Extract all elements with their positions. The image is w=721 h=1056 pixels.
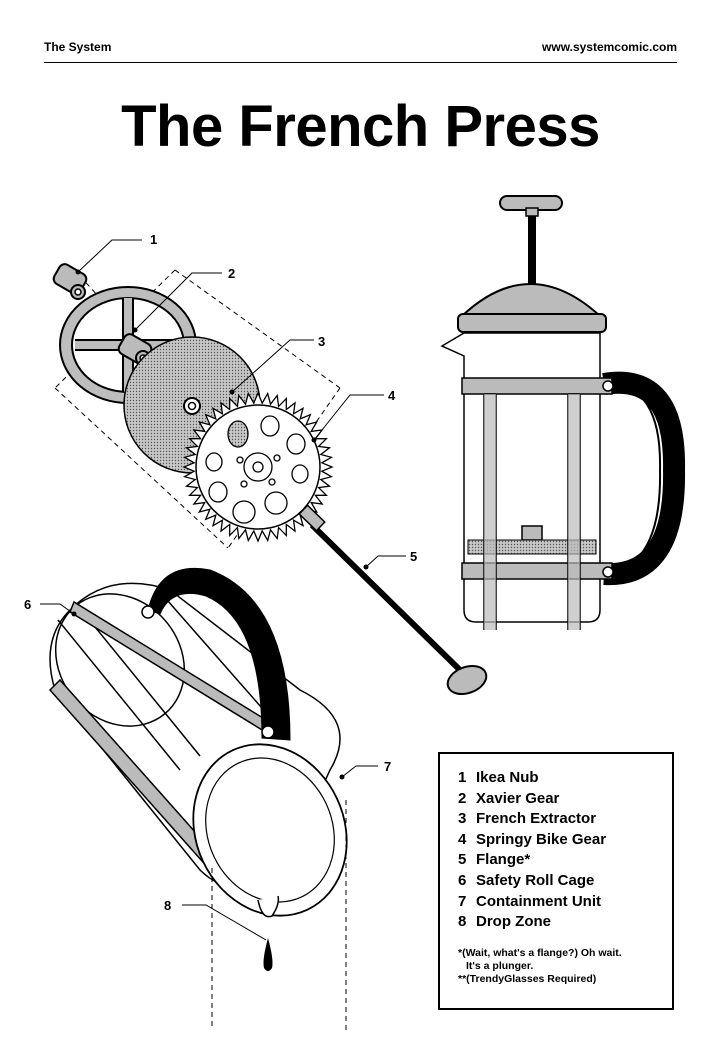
- callout-2: 2: [228, 266, 235, 281]
- page-title: The French Press: [121, 94, 600, 159]
- page-header: The System www.systemcomic.com: [44, 38, 677, 63]
- assembled-french-press: [440, 195, 686, 630]
- callout-numbers: 1 2 3 4 5 6 7 8: [24, 232, 417, 913]
- part-drop-zone: [211, 800, 347, 1030]
- part-ikea-nub: [52, 263, 88, 300]
- callout-4: 4: [388, 388, 396, 403]
- part-springy-bike-gear: [182, 391, 334, 543]
- callout-1: 1: [150, 232, 157, 247]
- callout-8: 8: [164, 898, 171, 913]
- footnote-line-3: **(TrendyGlasses Required): [458, 972, 597, 985]
- callout-7: 7: [384, 759, 391, 774]
- part-flange: [298, 504, 488, 696]
- callout-3: 3: [318, 334, 325, 349]
- comic-name: The System: [44, 40, 112, 54]
- callout-6: 6: [24, 597, 31, 612]
- site-url[interactable]: www.systemcomic.com: [542, 40, 677, 54]
- part-containment-unit: [192, 743, 348, 918]
- legend-footnotes: *(Wait, what's a flange?) Oh wait. It's …: [458, 947, 672, 986]
- footnote-line-2: It's a plunger.: [466, 959, 534, 972]
- callout-5: 5: [410, 549, 417, 564]
- callout-leaders: [40, 239, 406, 941]
- footnote-line-1: *(Wait, what's a flange?) Oh wait.: [458, 946, 622, 959]
